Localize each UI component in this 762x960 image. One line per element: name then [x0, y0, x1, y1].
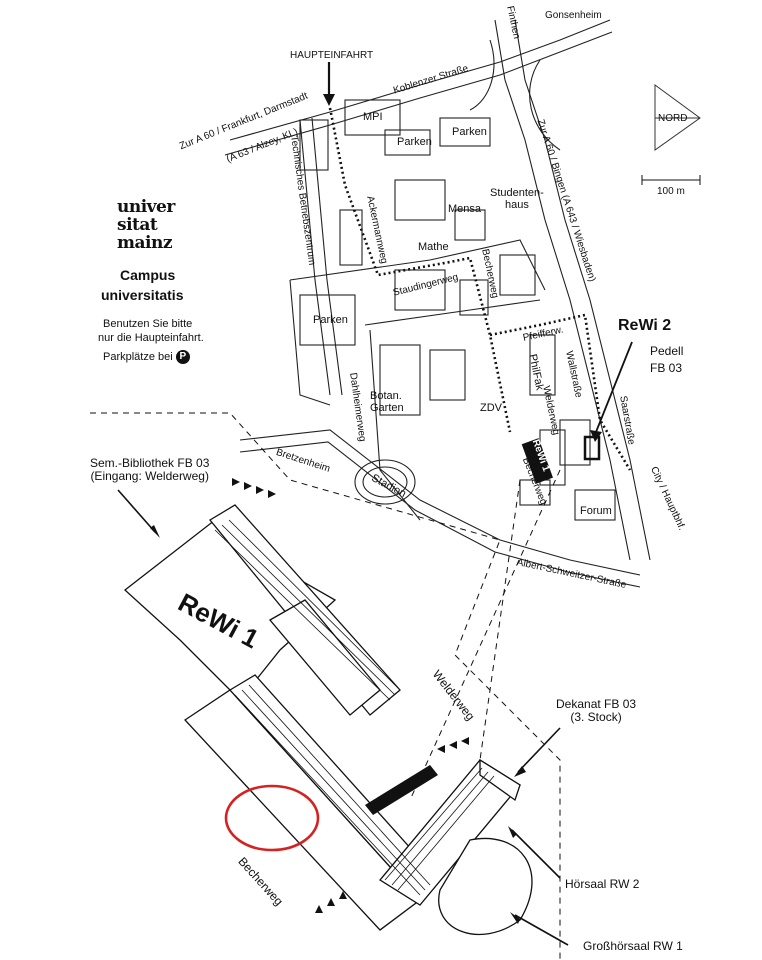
main-entrance-label: HAUPTEINFAHRT: [290, 50, 374, 61]
notice-line3: Parkplätze bei P: [103, 350, 190, 364]
hoersaal-label: Hörsaal RW 2: [565, 877, 640, 891]
road-technisches: [299, 119, 331, 396]
bib-label: Sem.-Bibliothek FB 03 (Eingang: Welderwe…: [90, 456, 210, 484]
logo-line-3: mainz: [117, 233, 172, 253]
bib-label-line2: (Eingang: Welderweg): [90, 469, 209, 484]
logo-line-1: univer: [117, 197, 175, 217]
place-studentenhaus: Studenten- haus: [490, 187, 544, 211]
place-botan-garten: Botan. Garten: [370, 390, 404, 414]
place-mensa: Mensa: [448, 203, 482, 215]
place-botan-line1: Botan.: [370, 390, 402, 402]
rewi2-fb03: FB 03: [650, 361, 683, 375]
scale-label: 100 m: [657, 186, 685, 197]
highlight-circle: [224, 784, 320, 852]
dekanat-label-line2: (3. Stock): [570, 710, 622, 725]
campus-title-line2: universitatis: [101, 287, 184, 303]
parking-icon: P: [175, 350, 190, 364]
road-a60-right: [494, 19, 631, 561]
dekanat-label-line1: Dekanat FB 03: [556, 697, 637, 711]
place-mpi: MPI: [363, 111, 383, 123]
logo-line-2: sitat: [117, 215, 158, 235]
grosshoersaal-label: Großhörsaal RW 1: [583, 939, 683, 953]
place-forum: Forum: [580, 505, 612, 517]
place-botan-line2: Garten: [370, 402, 404, 415]
notice-line1: Benutzen Sie bitte: [103, 318, 193, 330]
rewi2-pedell: Pedell: [650, 344, 684, 358]
rewi2-title: ReWi 2: [618, 317, 672, 334]
place-parken-3: Parken: [313, 314, 348, 326]
place-mathe: Mathe: [418, 241, 449, 253]
place-studentenhaus-line2: haus: [504, 199, 529, 212]
dekanat-label: Dekanat FB 03 (3. Stock): [556, 697, 637, 725]
notice-line2: nur die Haupteinfahrt.: [98, 332, 204, 344]
north-label: NORD: [658, 113, 688, 124]
place-parken-2: Parken: [452, 126, 487, 138]
route-dotted: [328, 107, 632, 471]
university-logo: univer sitat mainz: [117, 198, 187, 252]
bib-label-line1: Sem.-Bibliothek FB 03: [90, 456, 210, 470]
campus-title-line1: Campus: [120, 267, 176, 283]
place-studentenhaus-line1: Studenten-: [490, 187, 544, 199]
place-zdv: ZDV: [480, 402, 502, 414]
road-gonsenheim-label: Gonsenheim: [545, 10, 602, 21]
road-koblenzer: [229, 19, 611, 141]
notice-line3-text: Parkplätze bei: [103, 350, 173, 363]
place-parken-1: Parken: [397, 136, 432, 148]
